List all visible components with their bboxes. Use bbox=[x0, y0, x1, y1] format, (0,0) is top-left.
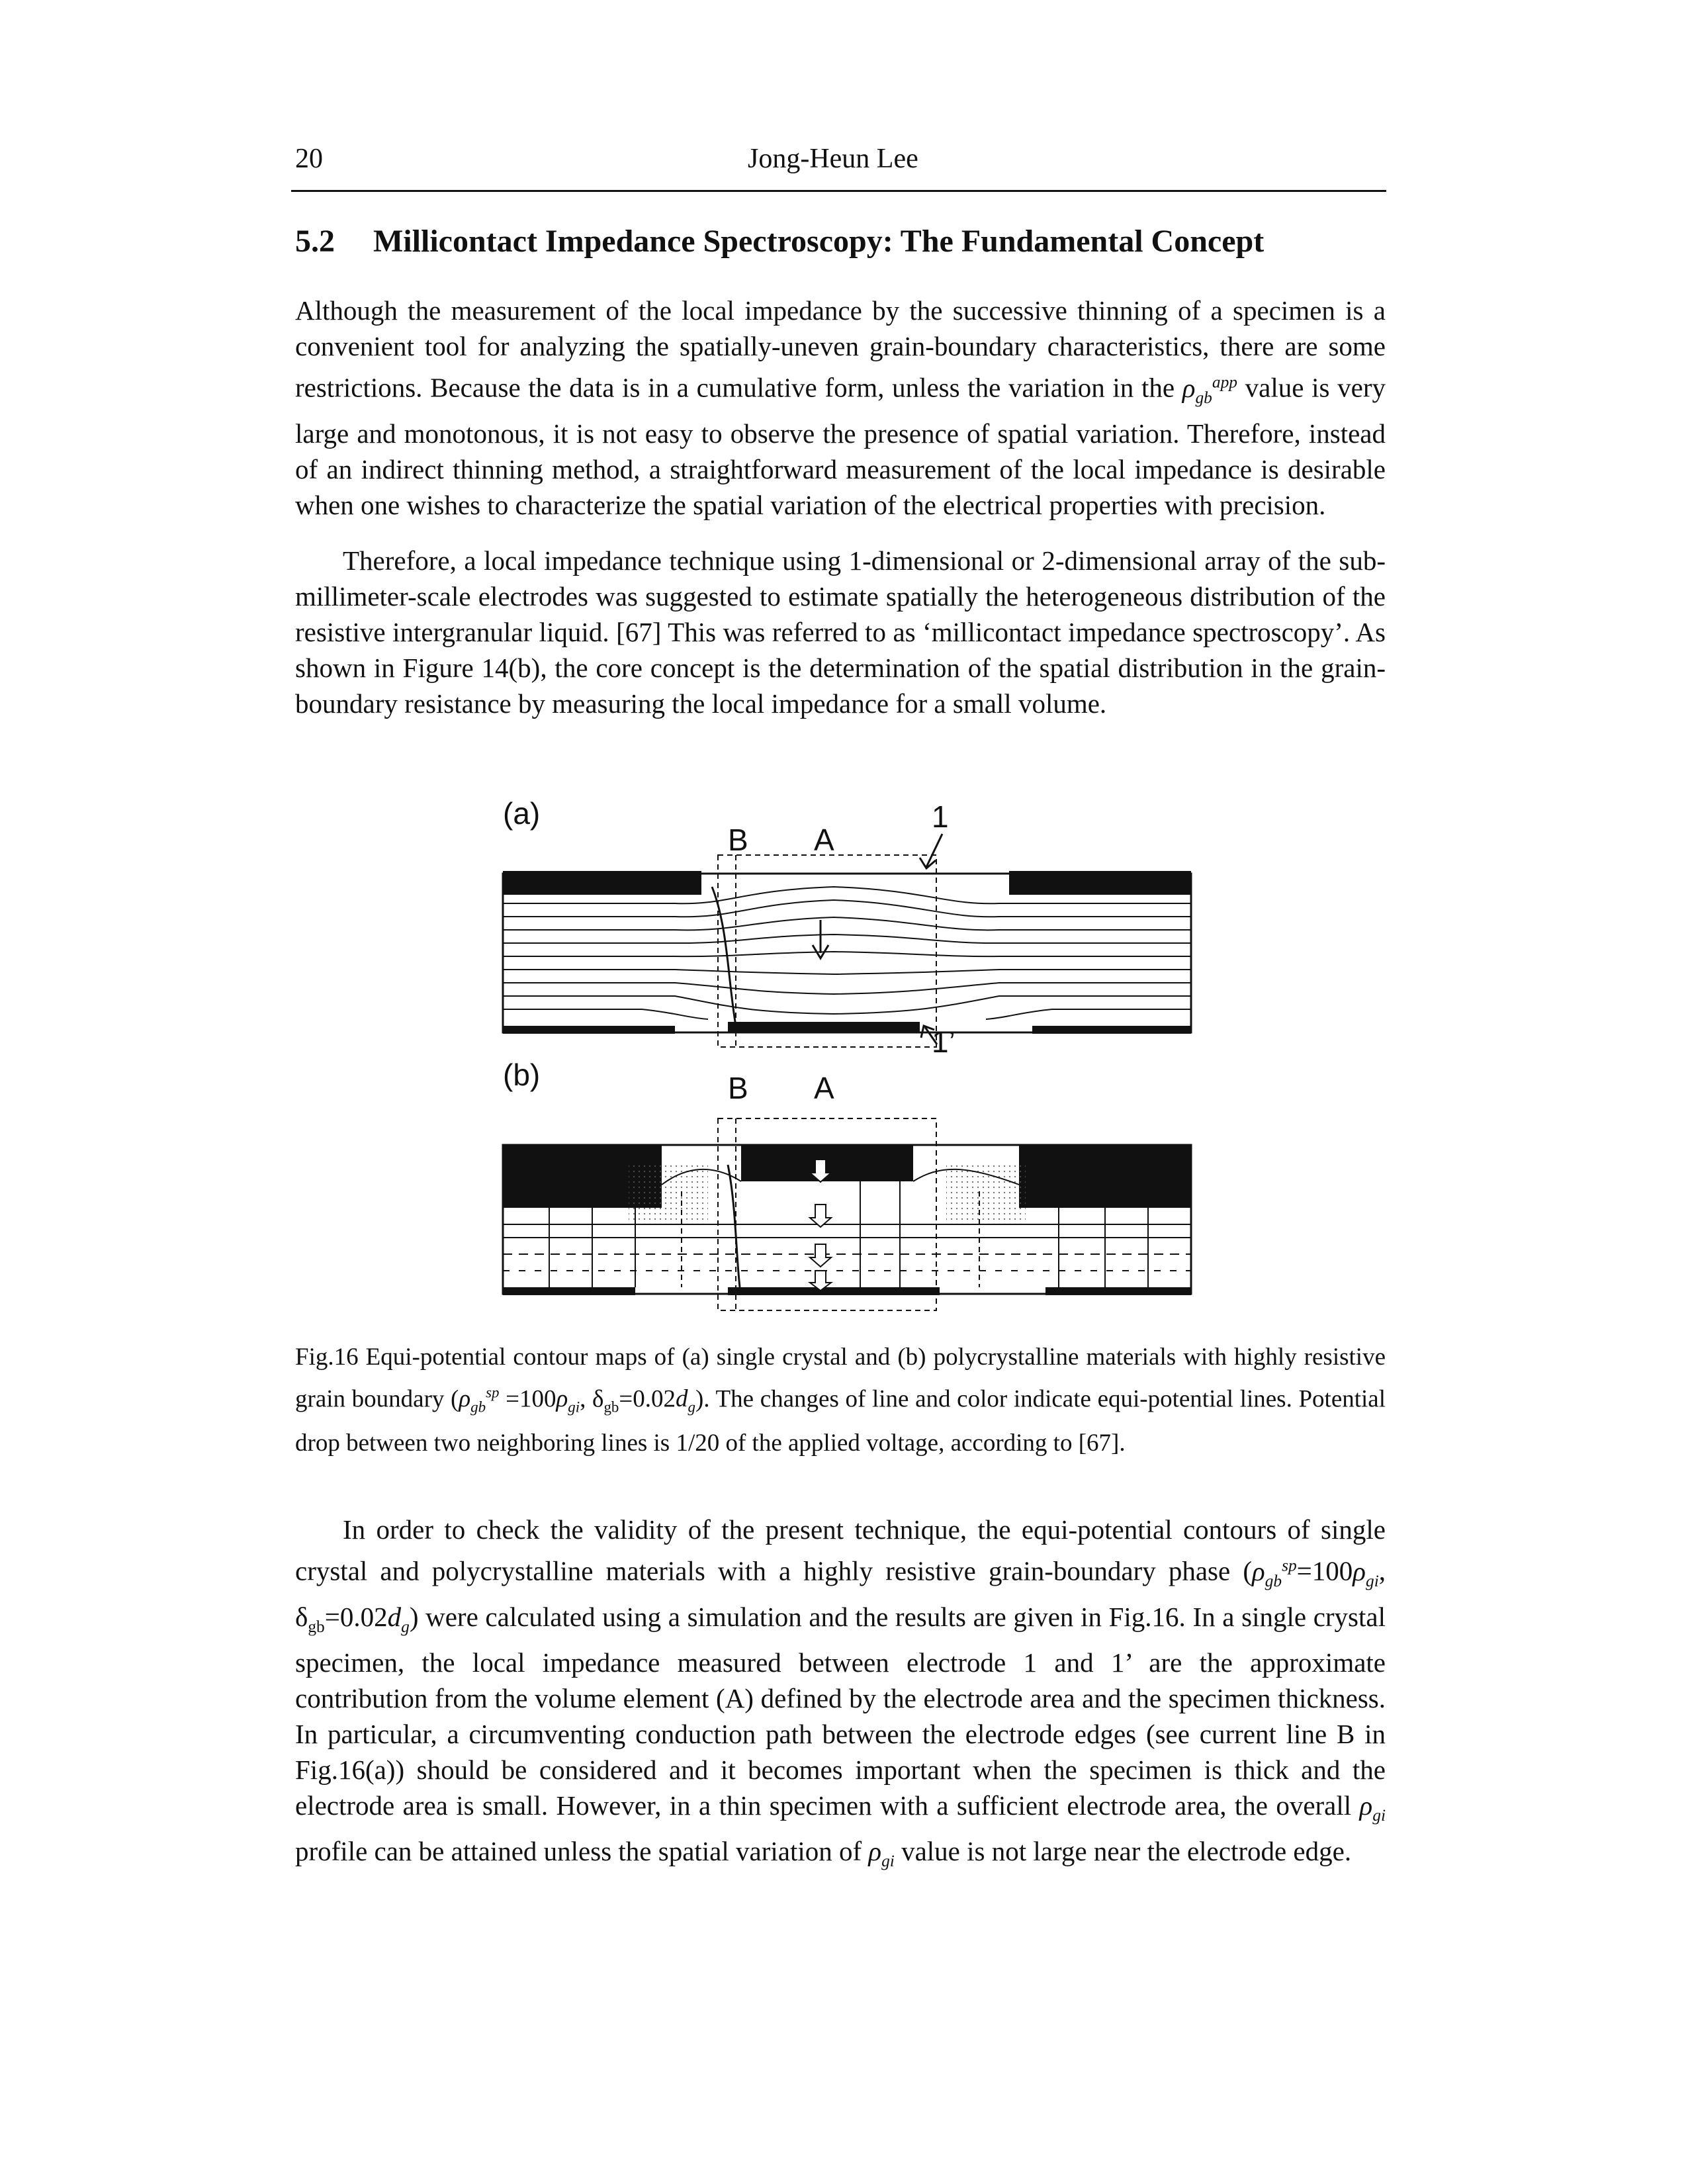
panel-b-label-B: B bbox=[728, 1071, 748, 1105]
panel-a-current-line-B bbox=[711, 886, 737, 1026]
figure-16: (a) (b) B A 1 1’ B A bbox=[490, 794, 1204, 1317]
header-rule bbox=[291, 190, 1386, 192]
rho-gb-app-symbol: ρgbapp bbox=[1182, 372, 1237, 407]
panel-a-down-arrow bbox=[811, 920, 830, 960]
panel-b-down-arrows bbox=[808, 1159, 833, 1292]
section-number: 5.2 bbox=[295, 224, 335, 259]
running-head: Jong-Heun Lee bbox=[748, 144, 918, 174]
panel-b-current-line-B bbox=[727, 1164, 741, 1288]
paragraph-2: Therefore, a local impedance technique u… bbox=[295, 543, 1386, 721]
paragraph-3: In order to check the validity of the pr… bbox=[295, 1514, 1386, 1871]
electrode-1-pointer bbox=[918, 833, 944, 870]
section-title: Millicontact Impedance Spectroscopy: The… bbox=[373, 224, 1265, 259]
panel-b-electrode-right bbox=[1019, 1145, 1191, 1208]
panel-a-label-B: B bbox=[728, 823, 748, 857]
equipotential-contour-figure: (a) (b) B A 1 1’ B A bbox=[502, 796, 1192, 1311]
paragraph-2-text: Therefore, a local impedance technique u… bbox=[295, 545, 1386, 719]
electrode-1-label: 1 bbox=[932, 799, 949, 834]
panel-a-volume-element-box bbox=[717, 854, 937, 1048]
figure-caption: Fig.16 Equi-potential contour maps of (a… bbox=[295, 1343, 1386, 1457]
panel-a-label-A: A bbox=[814, 823, 834, 857]
panel-b-volume-element-box bbox=[717, 1118, 937, 1311]
panel-a-electrode-bottom-left bbox=[503, 1026, 675, 1034]
panel-a-electrode-left bbox=[503, 871, 701, 895]
section-heading: 5.2 Millicontact Impedance Spectroscopy: … bbox=[295, 223, 1264, 259]
panel-a-electrode-right bbox=[1009, 871, 1191, 895]
paragraph-1: Although the measurement of the local im… bbox=[295, 293, 1386, 523]
panel-a-contour-map bbox=[502, 833, 1192, 1048]
panel-a-label: (a) bbox=[503, 796, 540, 831]
panel-b-label: (b) bbox=[503, 1058, 540, 1092]
electrode-1-prime-pointer bbox=[920, 1024, 938, 1045]
page-number: 20 bbox=[295, 144, 323, 174]
paragraph-1-text-b: value is very large and monotonous, it i… bbox=[295, 372, 1386, 520]
panel-b-contour-map bbox=[502, 1118, 1192, 1311]
paragraph-1-text-a: Although the measurement of the local im… bbox=[295, 295, 1386, 403]
panel-a-electrode-bottom bbox=[728, 1022, 920, 1032]
panel-a-electrode-bottom-right bbox=[1032, 1026, 1191, 1034]
panel-b-label-A: A bbox=[814, 1071, 834, 1105]
